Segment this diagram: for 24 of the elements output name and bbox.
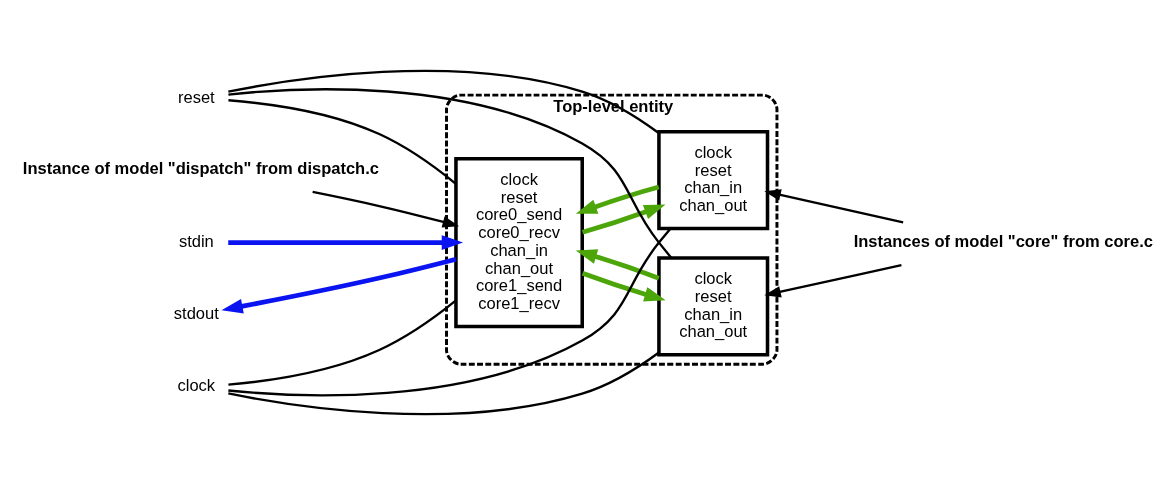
node-text: stdout — [173, 303, 219, 323]
connector — [228, 98, 457, 185]
connector — [228, 351, 660, 415]
node-text: Instance of model "dispatch" from dispatch.c — [22, 158, 379, 178]
node-box: clock reset chan_in chan_out — [657, 255, 770, 356]
arrow — [764, 188, 904, 224]
arrow — [228, 234, 464, 250]
node-text: stdin — [178, 231, 214, 251]
connector — [228, 227, 672, 396]
node-text: Instances of model "core" from core.c — [853, 231, 1153, 251]
node-box: clock reset chan_in chan_out — [657, 129, 770, 230]
connector — [228, 299, 457, 386]
arrow — [575, 248, 660, 280]
connector — [228, 87, 673, 259]
arrow — [764, 263, 902, 297]
node-text: clock — [177, 375, 216, 395]
arrow — [575, 184, 660, 214]
node-box: clock reset core0_send core0_recv chan_in chan_out core1_send core1_recv — [454, 156, 584, 328]
arrow — [312, 190, 460, 227]
connector — [228, 69, 660, 134]
arrow — [581, 204, 666, 235]
arrow — [221, 256, 457, 314]
node-text: reset — [177, 87, 215, 107]
arrow — [581, 270, 666, 301]
